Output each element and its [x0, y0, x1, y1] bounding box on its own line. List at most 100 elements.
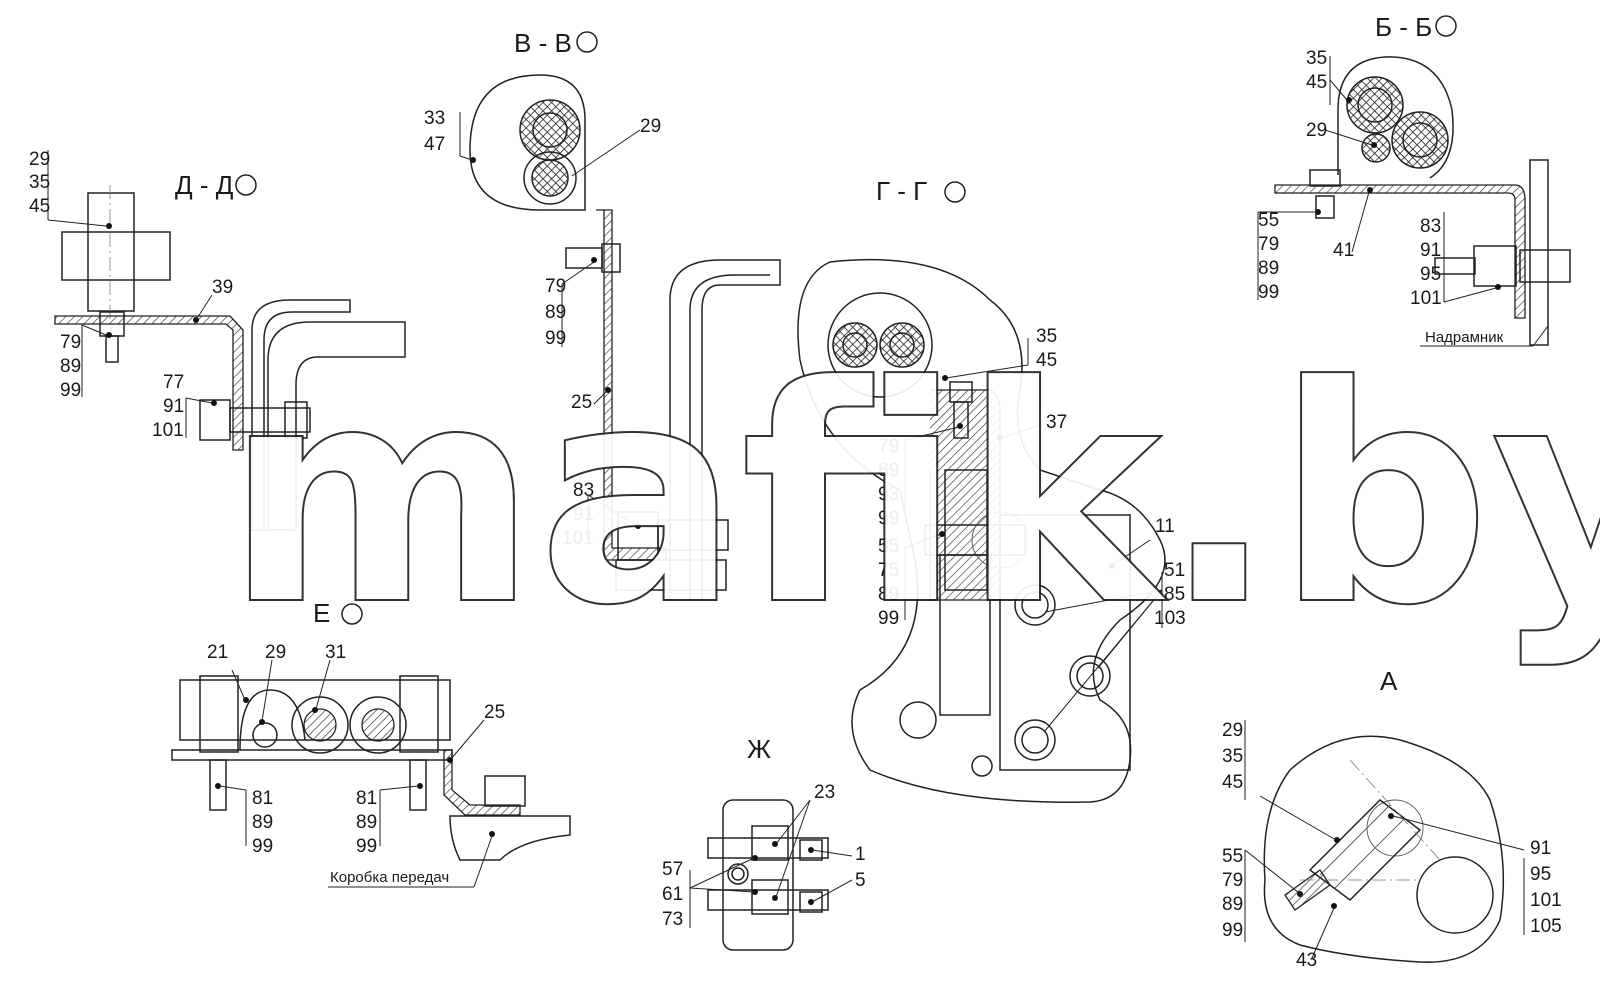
callout: 89 [1258, 258, 1279, 279]
mount-plate-11 [999, 514, 1131, 771]
callout: 31 [325, 642, 346, 663]
callout: 35 [29, 172, 50, 193]
callout: 99 [878, 508, 899, 529]
view-zh-title: Ж [747, 734, 771, 764]
callout: 91 [1420, 240, 1441, 261]
callout: 89 [1222, 894, 1243, 915]
callout: 83 [573, 480, 594, 501]
watermark: mafik.by [225, 322, 1600, 671]
callout: 81 [252, 788, 273, 809]
connector-block [722, 799, 794, 951]
callout: 83 [1420, 216, 1441, 237]
pipe-bent [669, 259, 781, 600]
angled-clamp [1308, 799, 1422, 901]
callout: 79 [60, 332, 81, 353]
callout: 45 [1222, 772, 1243, 793]
detail-a-outline [1263, 735, 1505, 963]
callout: 93 [878, 484, 899, 505]
callout: 29 [29, 149, 50, 170]
callout: 61 [662, 884, 683, 905]
rotation-mark-icon [576, 31, 598, 53]
callout: 35 [1036, 326, 1057, 347]
callout: 21 [207, 642, 228, 663]
view-zh: Ж 23 1 5 57 61 73 [662, 734, 866, 951]
view-gg-title: Г - Г [876, 176, 927, 206]
callout: 43 [1296, 950, 1317, 971]
callout: 99 [545, 328, 566, 349]
view-dd: Д - Д 29 35 45 39 79 89 99 77 [29, 149, 406, 531]
callout: 99 [1222, 920, 1243, 941]
rotation-mark-icon [944, 181, 966, 203]
callout: 105 [1530, 916, 1562, 937]
callout: 101 [152, 420, 184, 441]
callout: 91 [573, 504, 594, 525]
callout: 45 [1306, 72, 1327, 93]
view-bb-title: Б - Б [1375, 12, 1432, 42]
view-bb: Б - Б 35 45 29 55 79 89 99 [1257, 12, 1571, 347]
gearbox-fragment [449, 815, 571, 861]
view-dd-title: Д - Д [175, 170, 234, 200]
callout: 89 [878, 460, 899, 481]
callout: 1 [855, 844, 866, 865]
rotation-mark-icon [1435, 15, 1457, 37]
pipe-bent [267, 321, 406, 531]
clamp-33 [469, 74, 586, 211]
callout: 29 [1306, 120, 1327, 141]
callout: 73 [662, 909, 683, 930]
callout: 99 [356, 836, 377, 857]
view-vv-title: В - В [514, 28, 572, 58]
view-e: Е 21 29 31 25 8 [171, 598, 571, 888]
pipe-bent [251, 299, 351, 531]
callout: 89 [60, 356, 81, 377]
callout: 25 [484, 702, 505, 723]
callout: 103 [1154, 608, 1186, 629]
callout: 91 [163, 396, 184, 417]
callout: 51 [1164, 560, 1185, 581]
view-gg: Г - Г [797, 176, 1186, 803]
callout: 77 [163, 372, 184, 393]
view-e-title: Е [313, 598, 330, 628]
callout: 79 [1258, 234, 1279, 255]
callout: 55 [1222, 846, 1243, 867]
callout: 101 [562, 528, 594, 549]
callout: 23 [814, 782, 835, 803]
callout: 89 [878, 584, 899, 605]
callout: 95 [1530, 864, 1551, 885]
callout: 55 [1258, 210, 1279, 231]
callout: 41 [1333, 240, 1354, 261]
callout: 35 [1222, 746, 1243, 767]
callout: 99 [1258, 282, 1279, 303]
rotation-mark-icon [341, 603, 363, 625]
callout: 47 [424, 134, 445, 155]
subframe [1529, 159, 1549, 346]
callout: 33 [424, 108, 445, 129]
callout: 45 [29, 196, 50, 217]
callout: 89 [545, 302, 566, 323]
clamp-35 [1337, 56, 1454, 179]
callout: 29 [265, 642, 286, 663]
view-a: А 29 35 45 55 79 89 99 43 91 95 101 105 [1222, 666, 1562, 971]
callout: 79 [1222, 870, 1243, 891]
callout: 29 [1222, 720, 1243, 741]
gearbox-label: Коробка передач [330, 869, 449, 886]
bracket-25 [443, 749, 521, 816]
callout: 37 [1046, 412, 1067, 433]
callout: 89 [356, 812, 377, 833]
callout: 91 [1530, 838, 1551, 859]
callout: 99 [878, 608, 899, 629]
bracket-41 [1274, 184, 1526, 319]
callout: 99 [252, 836, 273, 857]
callout: 85 [1164, 584, 1185, 605]
callout: 55 [878, 536, 899, 557]
callout: 25 [571, 392, 592, 413]
view-vv: В - В 33 47 29 79 89 99 25 83 91 [424, 28, 781, 600]
callout: 89 [252, 812, 273, 833]
clamp-plate [87, 192, 135, 312]
callout: 99 [60, 380, 81, 401]
callout: 5 [855, 870, 866, 891]
view-a-title: А [1380, 666, 1398, 696]
callout: 29 [640, 116, 661, 137]
callout: 79 [545, 276, 566, 297]
frame-beam [61, 231, 171, 281]
